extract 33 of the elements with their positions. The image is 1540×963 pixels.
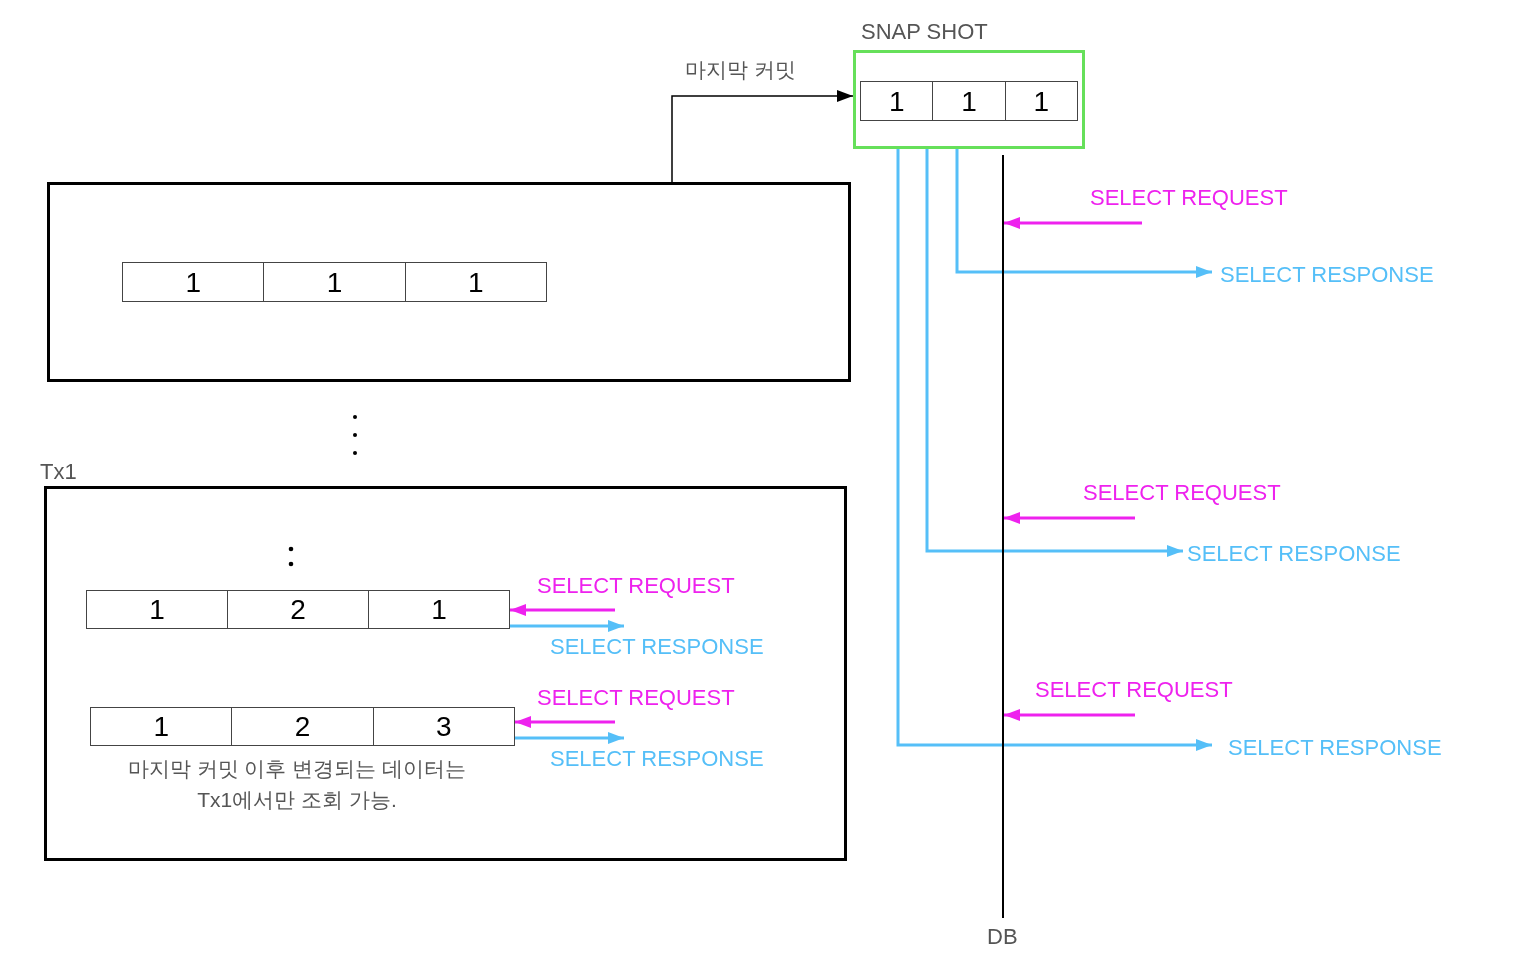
data-cell: 1	[87, 591, 228, 628]
arrow	[1004, 709, 1135, 721]
data-cell: 3	[373, 708, 514, 745]
arrow	[671, 90, 854, 183]
arrow	[515, 732, 624, 744]
data-row	[90, 707, 515, 746]
data-row	[122, 262, 547, 302]
arrow	[510, 604, 615, 616]
data-row	[860, 81, 1078, 121]
lifeline-label: DB	[987, 924, 1018, 950]
data-cell: 1	[405, 263, 546, 301]
data-cell: 2	[232, 708, 374, 745]
data-cell: 1	[91, 708, 233, 745]
arrow	[515, 716, 615, 728]
arrow	[925, 149, 1183, 557]
box-title: Tx1	[40, 459, 77, 485]
arrow	[955, 149, 1212, 278]
edge-label: 마지막 커밋	[685, 58, 796, 82]
box-title: SNAP SHOT	[861, 19, 988, 45]
data-cell: 2	[228, 591, 369, 628]
data-cell: 1	[1005, 82, 1077, 120]
transaction-box	[47, 182, 851, 382]
arrow	[896, 149, 1212, 751]
data-cell: 1	[861, 82, 934, 120]
note-text: 마지막 커밋 이후 변경되는 데이터는 Tx1에서만 조회 가능.	[126, 756, 468, 813]
arrow	[1004, 512, 1135, 524]
data-cell: 1	[933, 82, 1006, 120]
arrow	[1004, 217, 1142, 229]
data-cell: 1	[369, 591, 509, 628]
arrow	[510, 620, 624, 632]
data-cell: 1	[264, 263, 406, 301]
data-cell: 1	[123, 263, 265, 301]
data-row	[86, 590, 510, 629]
